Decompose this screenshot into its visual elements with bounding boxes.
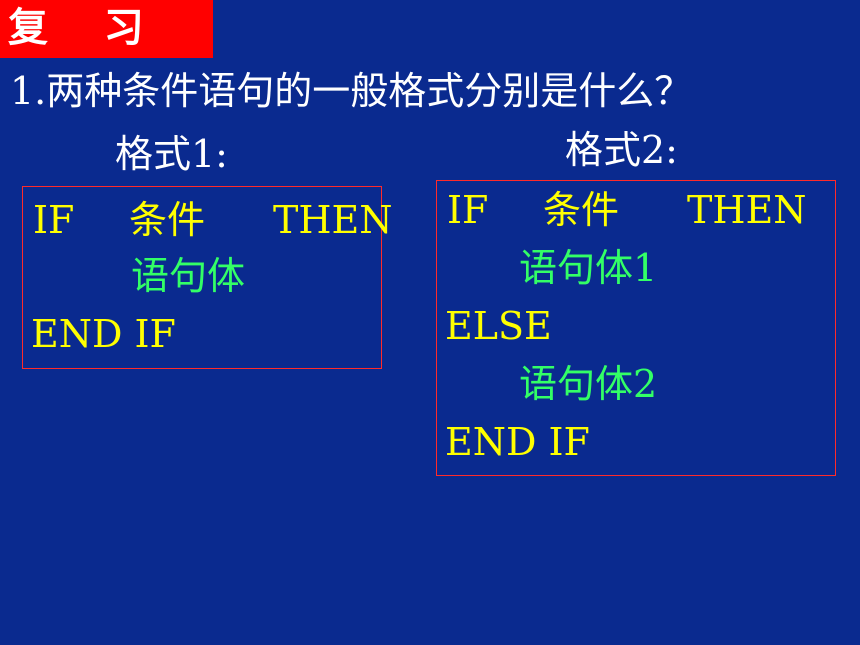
format1-statement-body: 语句体 (131, 254, 246, 298)
format1-then-keyword: THEN (273, 198, 393, 242)
format2-label: 格式2: (565, 128, 678, 172)
format1-end-if: END IF (31, 312, 176, 356)
format2-statement-body-1: 语句体1 (519, 246, 658, 290)
review-badge: 复 习 (0, 0, 213, 58)
question-text: 1.两种条件语句的一般格式分别是什么？ (10, 69, 693, 113)
format1-box: IF 条件 THEN 语句体 END IF (22, 186, 392, 369)
review-badge-label: 复 习 (8, 4, 144, 51)
format1-if-keyword: IF (33, 198, 75, 242)
format2-end-if: END IF (445, 420, 590, 464)
format2-box: IF 条件 THEN 语句体1 ELSE 语句体2 END IF (436, 180, 836, 476)
format1-condition: 条件 (129, 198, 206, 242)
format2-then-keyword: THEN (687, 188, 807, 232)
format2-condition: 条件 (543, 188, 620, 232)
format1-label: 格式1: (115, 132, 228, 176)
format2-if-keyword: IF (447, 188, 489, 232)
format2-statement-body-2: 语句体2 (519, 362, 658, 406)
format2-else-keyword: ELSE (445, 304, 552, 348)
